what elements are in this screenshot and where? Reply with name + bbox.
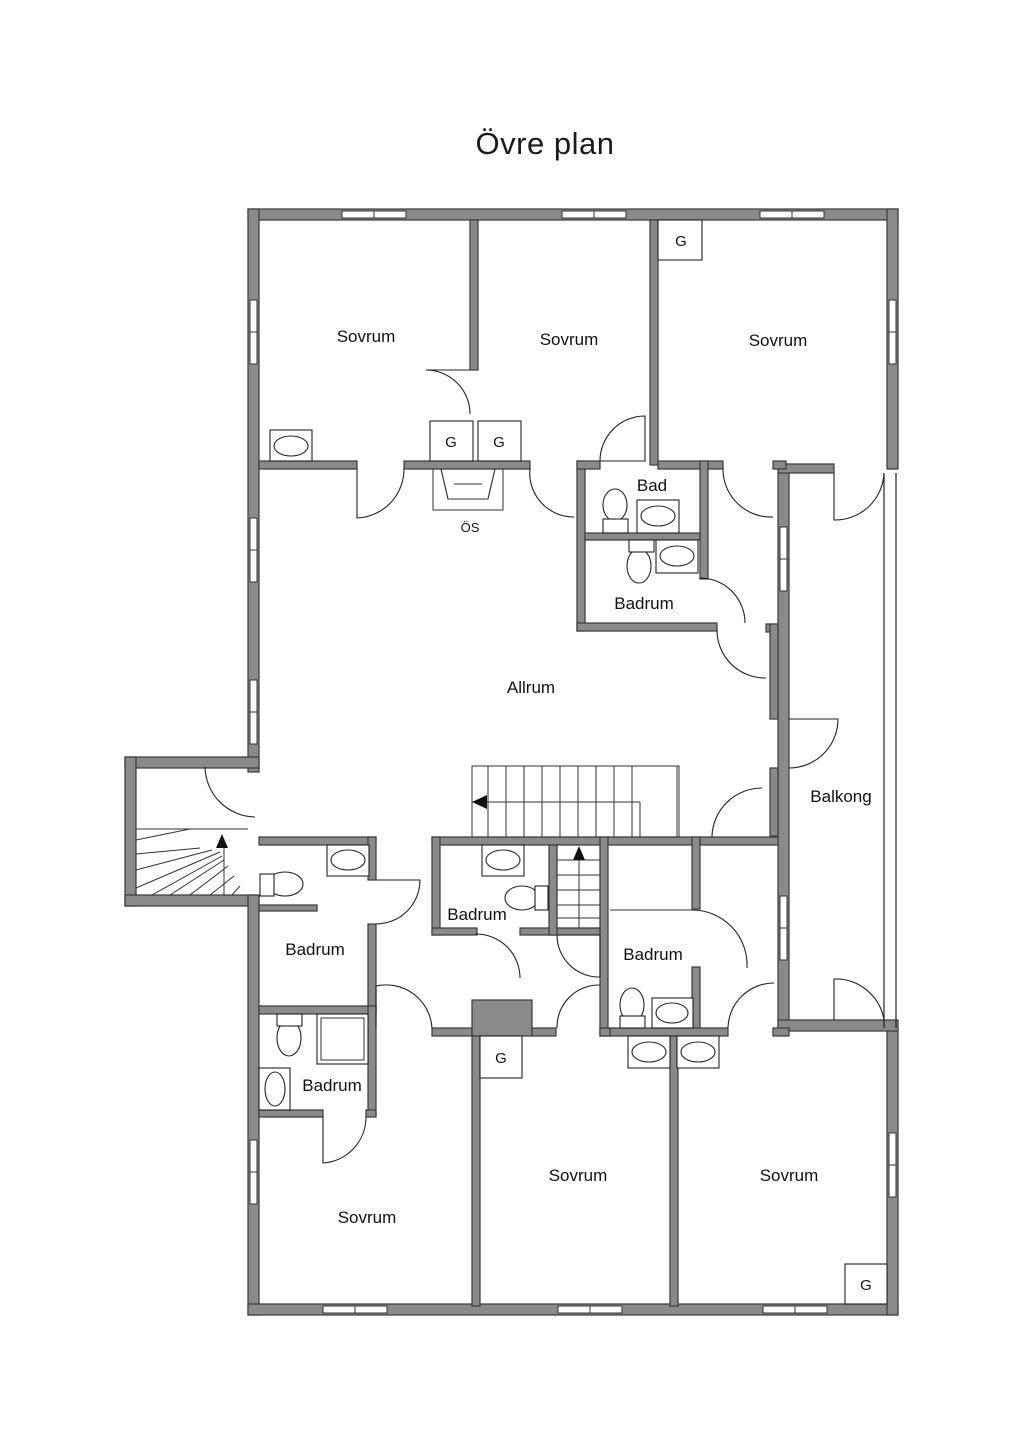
interior-walls-upper	[258, 219, 787, 837]
fireplace	[432, 468, 504, 511]
room-label-badrum-ne: Badrum	[614, 594, 674, 613]
fixtures	[258, 429, 720, 1111]
doors	[204, 369, 885, 1164]
room-label-sovrum-nw: Sovrum	[337, 327, 396, 346]
stairs-winding	[135, 828, 248, 896]
room-label-sovrum-ne: Sovrum	[749, 331, 808, 350]
interior-walls-lower	[258, 836, 790, 1307]
stairs-main	[471, 765, 680, 838]
windows	[249, 210, 897, 1314]
fireplace-label: ÖS	[461, 520, 480, 535]
room-label-badrum-c: Badrum	[447, 905, 507, 924]
g-label: G	[495, 1050, 507, 1067]
room-label-sovrum-s: Sovrum	[549, 1166, 608, 1185]
stairs-small	[556, 844, 601, 929]
g-markers	[429, 219, 888, 1305]
outer-walls	[124, 208, 899, 1316]
g-label: G	[445, 434, 457, 451]
room-label-badrum-w: Badrum	[285, 940, 345, 959]
room-label-badrum-e: Badrum	[623, 945, 683, 964]
room-label-bad: Bad	[637, 476, 667, 495]
g-label: G	[675, 233, 687, 250]
g-label: G	[493, 434, 505, 451]
room-labels: Sovrum Sovrum Sovrum Bad Badrum Allrum B…	[285, 233, 872, 1294]
floor-plan-title: Övre plan	[475, 126, 615, 161]
room-label-sovrum-n: Sovrum	[540, 330, 599, 349]
room-label-badrum-sw: Badrum	[302, 1076, 362, 1095]
room-label-sovrum-se: Sovrum	[760, 1166, 819, 1185]
g-label: G	[860, 1277, 872, 1294]
room-label-balkong: Balkong	[810, 787, 871, 806]
room-label-sovrum-sw: Sovrum	[338, 1208, 397, 1227]
room-label-allrum: Allrum	[507, 678, 555, 697]
